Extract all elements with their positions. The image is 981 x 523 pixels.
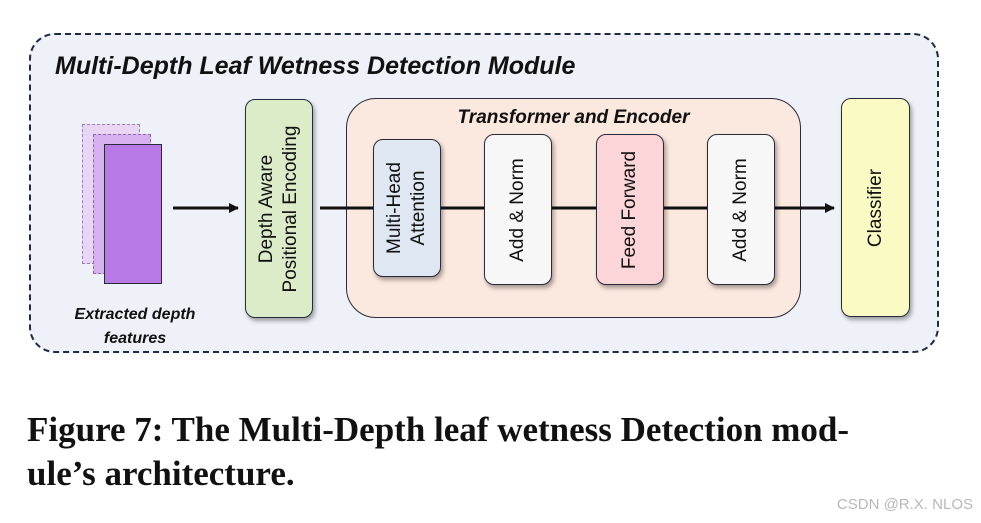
multi-head-attention-block: Multi-Head Attention — [373, 139, 441, 277]
classifier-label: Classifier — [864, 168, 886, 247]
classifier-block: Classifier — [841, 98, 910, 317]
watermark: CSDN @R.X. NLOS — [836, 496, 973, 513]
figure-caption: Figure 7: The Multi-Depth leaf wetness D… — [27, 408, 967, 496]
add-norm-block-1: Add & Norm — [484, 134, 552, 285]
add-norm-block-2: Add & Norm — [707, 134, 775, 285]
transformer-title: Transformer and Encoder — [457, 107, 690, 128]
multi-head-line2: Attention — [408, 170, 429, 246]
feed-forward-label: Feed Forward — [619, 150, 640, 269]
add-norm-label-1: Add & Norm — [507, 157, 528, 262]
feed-forward-block: Feed Forward — [596, 134, 664, 285]
feature-layer-front — [104, 144, 162, 284]
multi-head-line1: Multi-Head — [384, 162, 405, 254]
input-label-line1: Extracted depth — [74, 306, 196, 323]
caption-line1: Figure 7: The Multi-Depth leaf wetness D… — [27, 410, 850, 449]
input-feature-label: Extracted depth features — [60, 303, 210, 351]
add-norm-label-2: Add & Norm — [730, 157, 751, 262]
input-label-line2: features — [103, 330, 167, 347]
multi-head-attention-label: Multi-Head Attention — [383, 162, 431, 254]
caption-line2: ule’s architecture. — [27, 454, 295, 493]
module-title: Multi-Depth Leaf Wetness Detection Modul… — [55, 52, 576, 80]
positional-encoding-block: Depth Aware Positional Encoding — [245, 99, 313, 318]
